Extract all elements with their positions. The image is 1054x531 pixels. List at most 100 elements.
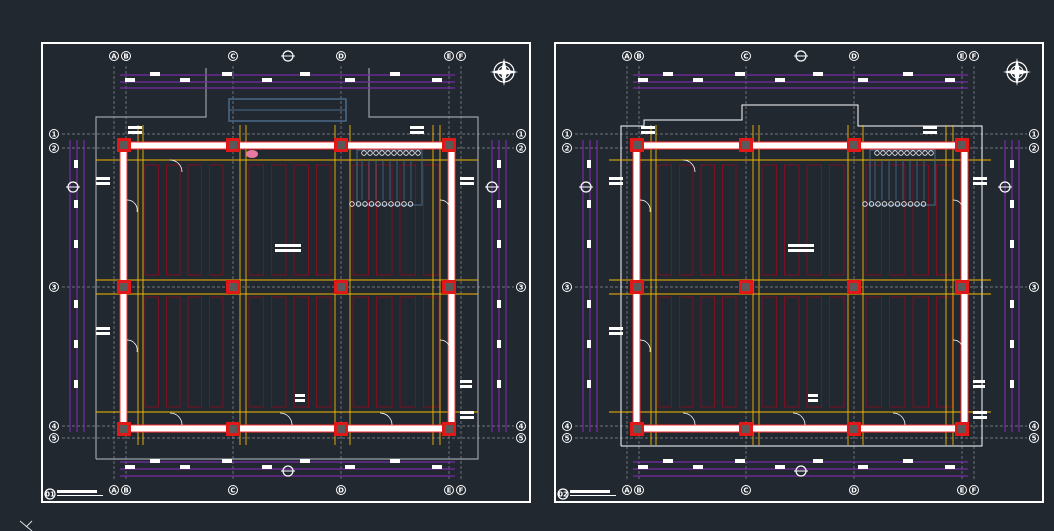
parking-bay [889, 296, 906, 408]
grid-bubble-row-2: 2 [516, 143, 526, 153]
grid-bubble-col-B: B [634, 51, 644, 61]
sheet-number-bubble [44, 488, 56, 500]
grid-bubble-label: 4 [1032, 423, 1037, 431]
annotation-text [641, 131, 655, 134]
grid-bubble [622, 51, 632, 61]
column-core [337, 141, 345, 149]
annotation-text [808, 399, 818, 402]
grid-bubble-label: 5 [519, 435, 524, 443]
grid-bubble [336, 485, 346, 495]
stair-marker [415, 150, 421, 156]
grid-bubble [49, 282, 59, 292]
grid-bubble-label: B [636, 487, 641, 495]
door-swing [279, 412, 293, 426]
annotation-text [788, 249, 814, 252]
parking-bay [722, 296, 737, 408]
grid-bubble [49, 421, 59, 431]
dimension-text [300, 459, 310, 463]
annotation-text [460, 177, 474, 180]
column-core [445, 425, 453, 433]
grid-bubble-col-C: C [228, 485, 238, 495]
parking-bay [700, 164, 715, 276]
grid-bubble-label: 5 [52, 435, 57, 443]
dimension-text [150, 459, 160, 463]
grid-bubble-label: E [447, 53, 452, 61]
dimension-text [74, 340, 78, 348]
column-core [445, 283, 453, 291]
grid-bubble [562, 433, 572, 443]
grid-bubble-row-5: 5 [1029, 433, 1039, 443]
grid-bubble-label: 4 [519, 423, 524, 431]
grid-bubble [121, 485, 131, 495]
grid-bubble [1029, 129, 1039, 139]
grid-bubble-col-D: D [336, 51, 346, 61]
stair-marker [362, 201, 368, 207]
dimension-text [903, 459, 913, 463]
column-core [742, 425, 750, 433]
grid-bubble-label: 1 [565, 131, 570, 139]
parking-bay [187, 164, 202, 276]
dimension-text [587, 160, 591, 168]
parking-bay [271, 296, 287, 408]
dimension-text [74, 200, 78, 208]
grid-bubble-label: F [972, 487, 977, 495]
north-arrow-needle [1003, 69, 1031, 75]
sheet-title-underline [570, 495, 616, 496]
grid-bubble [562, 129, 572, 139]
plant-symbol [246, 150, 258, 158]
grid-bubble [456, 51, 466, 61]
grid-bubble-row-1: 1 [562, 129, 572, 139]
column-core [633, 425, 641, 433]
dimension-text [74, 300, 78, 308]
sheet-title-text [57, 490, 97, 493]
stair-marker [368, 201, 375, 207]
dimension-text [497, 340, 501, 348]
grid-bubble-label: A [624, 487, 630, 495]
annotation-text [460, 182, 474, 185]
parking-bay [144, 164, 159, 276]
grid-bubble-label: E [447, 487, 452, 495]
grid-bubble-col-B: B [121, 485, 131, 495]
grid-bubble-col-A: A [622, 485, 632, 495]
dimension-text [1010, 200, 1014, 208]
dimension-text [775, 78, 785, 82]
parking-bay [657, 296, 672, 408]
grid-bubble-label: 5 [1032, 435, 1037, 443]
grid-bubble-row-4: 4 [516, 421, 526, 431]
dimension-text [693, 78, 703, 82]
dimension-text [497, 380, 501, 388]
grid-bubble-label: 2 [565, 145, 570, 153]
stair-marker [862, 201, 868, 207]
grid-bubble [336, 51, 346, 61]
parking-bay [248, 164, 264, 276]
grid-bubble [516, 433, 526, 443]
grid-bubble [49, 129, 59, 139]
grid-bubble-row-2: 2 [1029, 143, 1039, 153]
grid-bubble-row-1: 1 [49, 129, 59, 139]
annotation-text [410, 131, 424, 134]
parking-bay [936, 164, 953, 276]
column-core [445, 141, 453, 149]
grid-bubble [849, 51, 859, 61]
grid-bubble-col-E: E [444, 51, 454, 61]
grid-bubble-label: C [230, 487, 235, 495]
parking-bay [293, 296, 309, 408]
grid-bubble [516, 421, 526, 431]
grid-bubble [228, 51, 238, 61]
stair-marker [391, 150, 397, 156]
grid-bubble-label: B [123, 53, 128, 61]
annotation-text [275, 244, 301, 247]
grid-bubble-label: 4 [565, 423, 570, 431]
annotation-text [295, 399, 305, 402]
column-core [742, 141, 750, 149]
dimension-text [1010, 380, 1014, 388]
wall-top [119, 141, 456, 150]
grid-bubble-label: B [636, 53, 641, 61]
dimension-text [180, 465, 190, 469]
north-arrow-icon [490, 58, 518, 86]
grid-bubble-label: 1 [1032, 131, 1037, 139]
parking-bay [700, 296, 715, 408]
